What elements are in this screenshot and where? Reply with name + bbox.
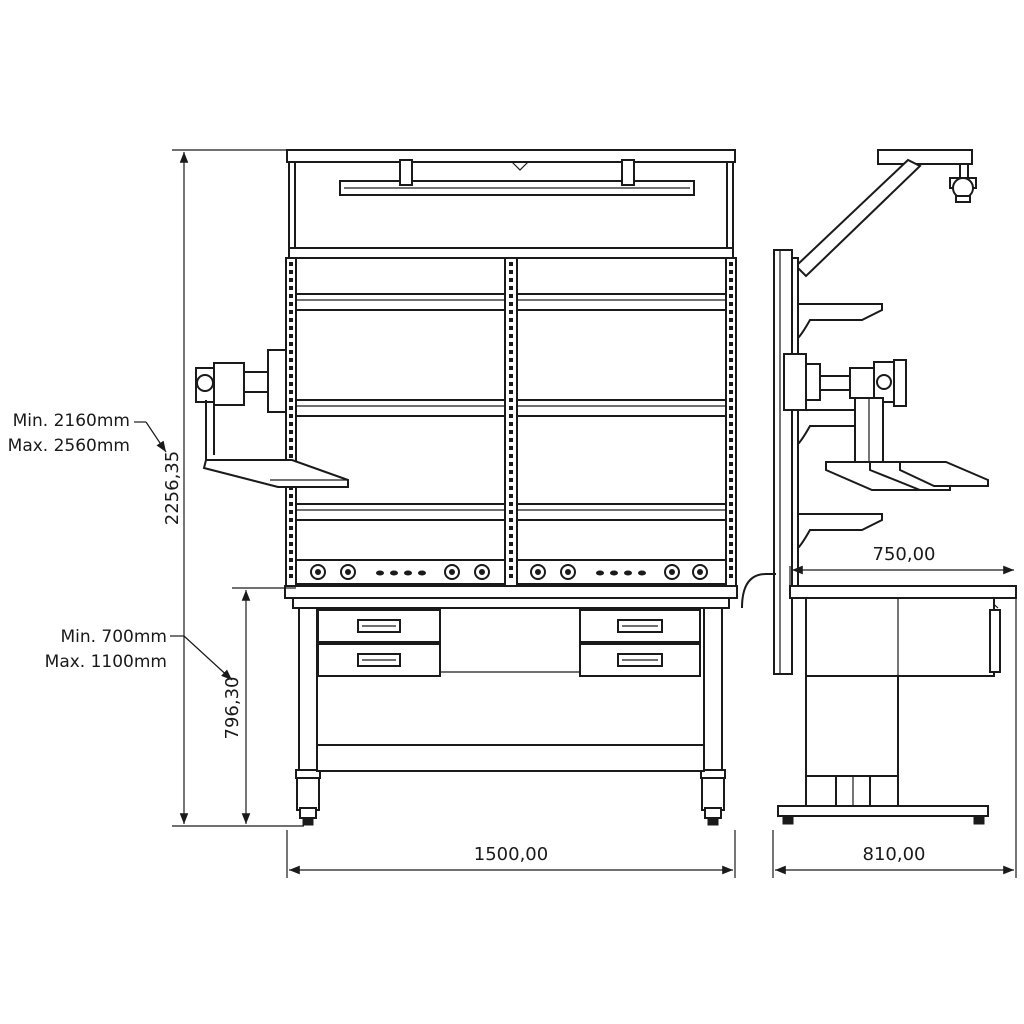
dim-top-depth: 750,00 — [873, 544, 936, 565]
side-keyboard-tray — [825, 461, 989, 491]
table-legs — [295, 607, 726, 826]
table-top — [284, 585, 738, 599]
upright-perforations — [289, 262, 733, 578]
overhead-lamp-arm — [794, 149, 977, 278]
shelf-row-3 — [295, 503, 727, 521]
front-view — [195, 149, 738, 826]
side-table-top — [789, 585, 1017, 599]
side-base-foot — [777, 805, 989, 817]
dimension-lines — [134, 149, 1017, 878]
dim-total-height: 2256,35 — [162, 451, 183, 525]
monitor-arm — [195, 349, 287, 460]
drawer-unit-right — [579, 609, 701, 677]
shelf-row-1 — [295, 293, 727, 311]
note-table-height-max: Max. 1100mm — [45, 652, 167, 672]
dim-table-height: 796,30 — [222, 677, 243, 740]
side-monitor-arm — [783, 353, 907, 465]
dimension-labels: 2256,35 796,30 1500,00 810,00 750,00 Min… — [8, 411, 936, 865]
dim-side-depth: 810,00 — [863, 844, 926, 865]
note-total-height-max: Max. 2560mm — [8, 436, 130, 456]
note-total-height-min: Min. 2160mm — [13, 411, 130, 431]
keyboard-tray — [202, 459, 349, 488]
dim-front-width: 1500,00 — [474, 844, 548, 865]
note-table-height-min: Min. 700mm — [60, 627, 167, 647]
power-outlet-strip — [295, 559, 727, 585]
side-view — [741, 149, 1017, 825]
cable — [741, 573, 776, 609]
shelf-row-2 — [295, 399, 727, 417]
side-column — [773, 249, 793, 675]
drawer-unit-left — [317, 609, 441, 677]
foot-crossbar — [316, 744, 705, 772]
